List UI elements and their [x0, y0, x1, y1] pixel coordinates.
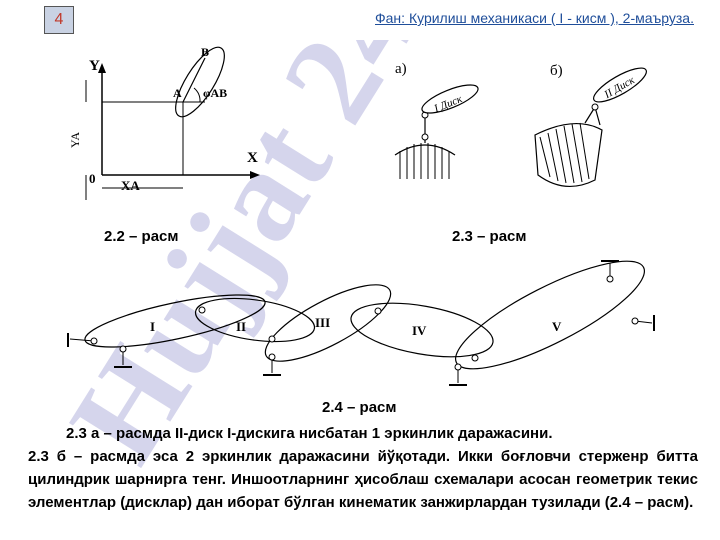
disk-label-2: II	[236, 319, 246, 334]
body-text: 2.3 а – расмда II-диск I-дискига нисбата…	[28, 422, 698, 514]
caption-2-3: 2.3 – расм	[452, 228, 527, 245]
text-paragraph: 2.3 б – расмда эса 2 эркинлик даражасини…	[28, 448, 698, 511]
disk-label-1: I	[150, 319, 155, 334]
figure-2-3: а) б) I Диск II Диск	[394, 61, 647, 187]
disk-label-4: IV	[412, 323, 427, 338]
caption-2-2: 2.2 – расм	[104, 228, 179, 245]
xa-label: XA	[121, 178, 140, 193]
label-a: а)	[395, 61, 407, 77]
disk-label-5: V	[552, 319, 562, 334]
figure-2-4: I II III IV V	[67, 260, 655, 386]
point-a-label: A	[173, 86, 182, 100]
ya-label: YA	[68, 132, 82, 148]
disk-label-3: III	[315, 315, 330, 330]
axis-y-label: Y	[89, 58, 100, 74]
origin-label: 0	[89, 171, 96, 186]
point-b-label: B	[201, 45, 209, 59]
caption-2-4: 2.4 – расм	[322, 399, 397, 416]
page-number: 4	[44, 6, 74, 34]
phi-ab-label: φAB	[203, 86, 227, 100]
text-line-1: 2.3 а – расмда II-диск I-дискига нисбата…	[66, 425, 553, 442]
header-title[interactable]: Фан: Курилиш механикаси ( I - кисм ), 2-…	[375, 10, 694, 26]
figure-2-2: Y X 0 XA YA A B φAB	[68, 45, 260, 200]
label-b: б)	[550, 63, 563, 79]
axis-x-label: X	[247, 150, 258, 166]
